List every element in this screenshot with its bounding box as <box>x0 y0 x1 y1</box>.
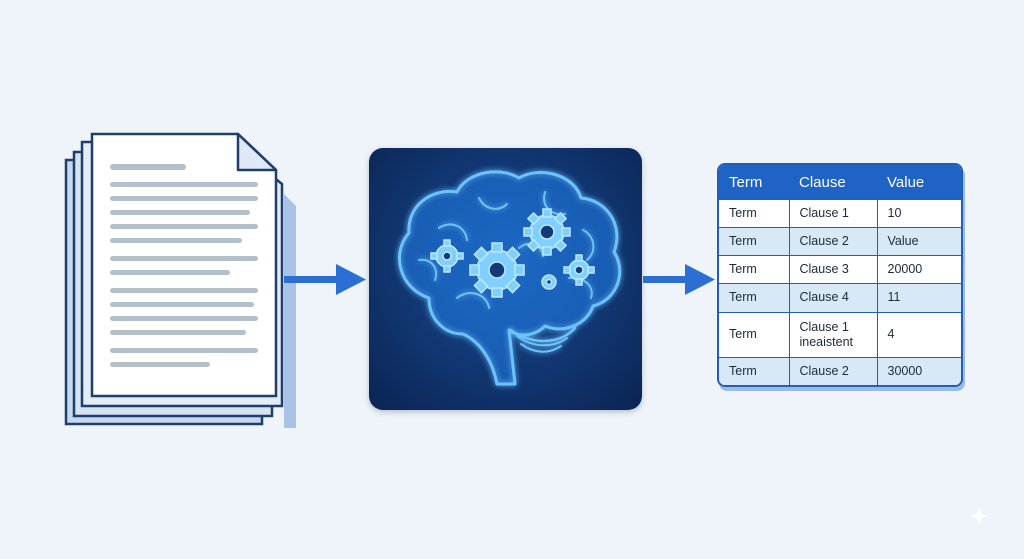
table-cell: 11 <box>876 283 961 313</box>
table-cell: Term <box>719 283 789 313</box>
document-stack-icon <box>62 130 302 430</box>
table-row: Term Clause 1 10 <box>719 198 961 228</box>
table-header-row: Term Clause Value <box>719 165 961 200</box>
table-cell: Clause 2 <box>788 356 877 385</box>
table-cell: Term <box>719 255 789 284</box>
table-cell: 10 <box>876 198 961 228</box>
table-cell: Clause 1 ineaistent <box>788 311 877 358</box>
table-row: Term Clause 2 Value <box>719 227 961 256</box>
table-cell: Term <box>719 311 789 358</box>
table-header-cell: Value <box>877 165 961 200</box>
table-cell: 30000 <box>876 356 961 385</box>
brain-gears-icon <box>369 148 642 410</box>
table-cell: Clause 3 <box>788 255 877 284</box>
table-cell: Term <box>719 356 789 385</box>
table-cell: Term <box>719 198 789 228</box>
table-cell: 20000 <box>876 255 961 284</box>
table-cell: Clause 2 <box>788 227 877 256</box>
arrow-right-icon <box>284 262 368 303</box>
sparkle-icon <box>968 505 990 532</box>
table-cell: Clause 1 <box>788 198 877 228</box>
table-row: Term Clause 4 11 <box>719 283 961 313</box>
table-header-cell: Term <box>719 165 789 200</box>
table-row: Term Clause 3 20000 <box>719 255 961 284</box>
table-row: Term Clause 1 ineaistent 4 <box>719 311 961 358</box>
extracted-data-table: Term Clause Value Term Clause 1 10 Term … <box>717 163 963 387</box>
table-cell: 4 <box>876 311 961 358</box>
arrow-right-icon <box>643 262 717 303</box>
table-cell: Value <box>876 227 961 256</box>
table-row: Term Clause 2 30000 <box>719 356 961 385</box>
table-cell: Clause 4 <box>788 283 877 313</box>
table-header-cell: Clause <box>789 165 877 200</box>
table-cell: Term <box>719 227 789 256</box>
